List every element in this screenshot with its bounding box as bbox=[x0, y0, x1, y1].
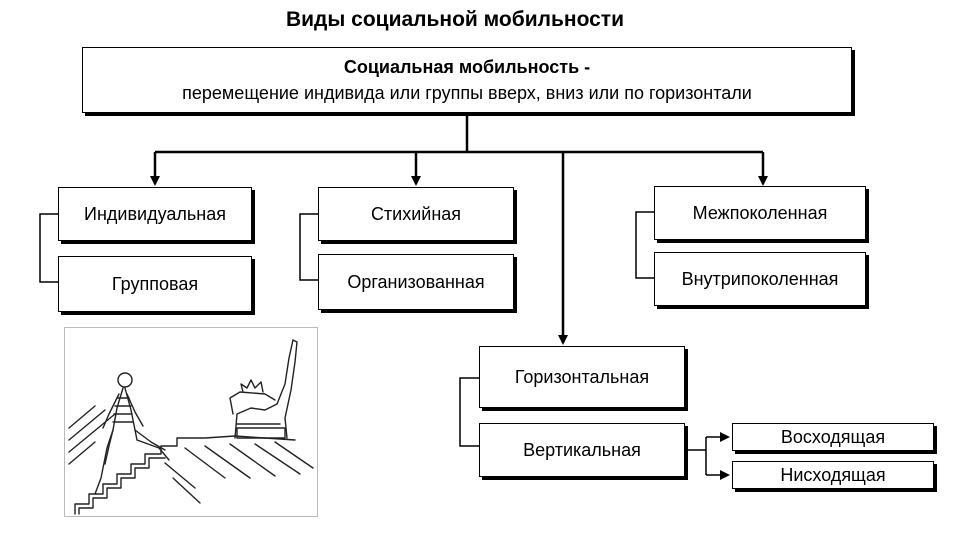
definition-box: Социальная мобильность - перемещение инд… bbox=[82, 47, 852, 113]
box-descending-label: Нисходящая bbox=[780, 464, 886, 485]
definition-text: перемещение индивида или группы вверх, в… bbox=[182, 83, 752, 103]
box-spontaneous-label: Стихийная bbox=[370, 203, 462, 224]
box-intergenerational: Межпоколенная bbox=[654, 186, 866, 240]
box-ascending: Восходящая bbox=[732, 423, 934, 451]
box-vertical: Вертикальная bbox=[479, 423, 685, 477]
page-title: Виды социальной мобильности bbox=[285, 8, 624, 31]
box-individual-label: Индивидуальная bbox=[84, 203, 226, 224]
illustration-frame bbox=[64, 327, 318, 517]
box-intergenerational-label: Межпоколенная bbox=[692, 202, 828, 223]
box-intragenerational: Внутрипоколенная bbox=[654, 252, 866, 306]
box-horizontal: Горизонтальная bbox=[479, 346, 685, 408]
definition-term: Социальная мобильность - bbox=[343, 57, 591, 77]
box-organized-label: Организованная bbox=[347, 271, 485, 292]
box-individual: Индивидуальная bbox=[58, 187, 252, 241]
box-spontaneous: Стихийная bbox=[318, 187, 514, 241]
box-descending: Нисходящая bbox=[732, 461, 934, 489]
box-horizontal-label: Горизонтальная bbox=[514, 366, 650, 387]
box-organized: Организованная bbox=[318, 254, 514, 310]
box-group-label: Групповая bbox=[111, 273, 199, 294]
box-vertical-label: Вертикальная bbox=[523, 439, 641, 460]
box-group: Групповая bbox=[58, 256, 252, 312]
box-ascending-label: Восходящая bbox=[780, 426, 886, 447]
box-intragenerational-label: Внутрипоколенная bbox=[681, 268, 839, 289]
staircase-throne-icon bbox=[68, 339, 314, 515]
